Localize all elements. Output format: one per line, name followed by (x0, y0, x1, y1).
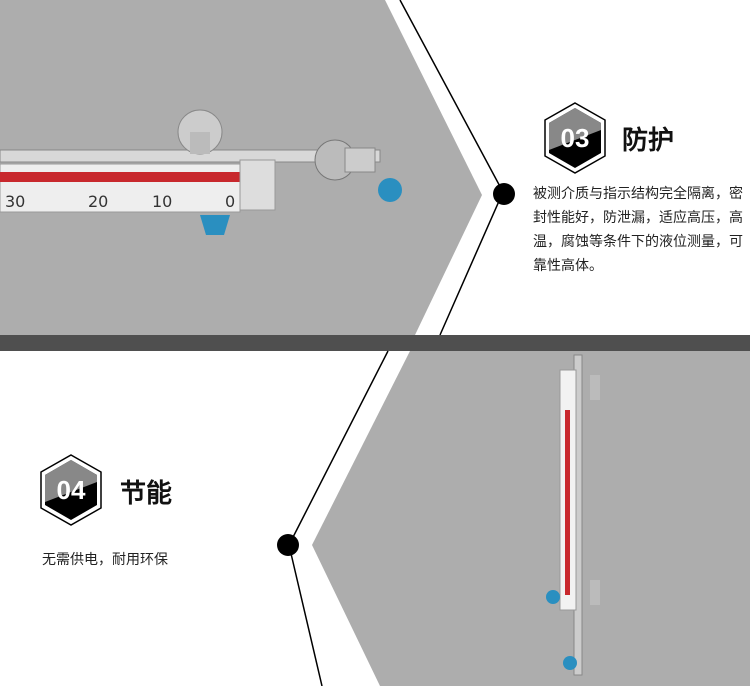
divider-band (0, 335, 750, 351)
vertical-level-gauge-image (546, 354, 600, 676)
scale-label: 30 (5, 192, 25, 211)
section-title: 节能 (120, 479, 173, 509)
section-number: 04 (56, 475, 86, 505)
top-timeline-dot (493, 183, 515, 205)
bottom-photo-panel (312, 351, 750, 686)
section-description: 被测介质与指示结构完全隔离，密封性能好，防泄漏，适应高压，高温，腐蚀等条件下的液… (533, 186, 743, 274)
section-title: 防护 (622, 126, 675, 156)
section-description: 无需供电，耐用环保 (42, 552, 168, 568)
scale-label: 20 (88, 192, 108, 211)
hexagon-badge-04 (40, 454, 102, 526)
scale-label: 0 (225, 192, 235, 211)
bottom-timeline-dot (277, 534, 299, 556)
scale-label: 10 (152, 192, 172, 211)
section-number: 03 (560, 123, 590, 153)
horizontal-level-gauge-image: 30 20 10 0 (0, 109, 402, 235)
hexagon-badge-03 (544, 102, 606, 174)
